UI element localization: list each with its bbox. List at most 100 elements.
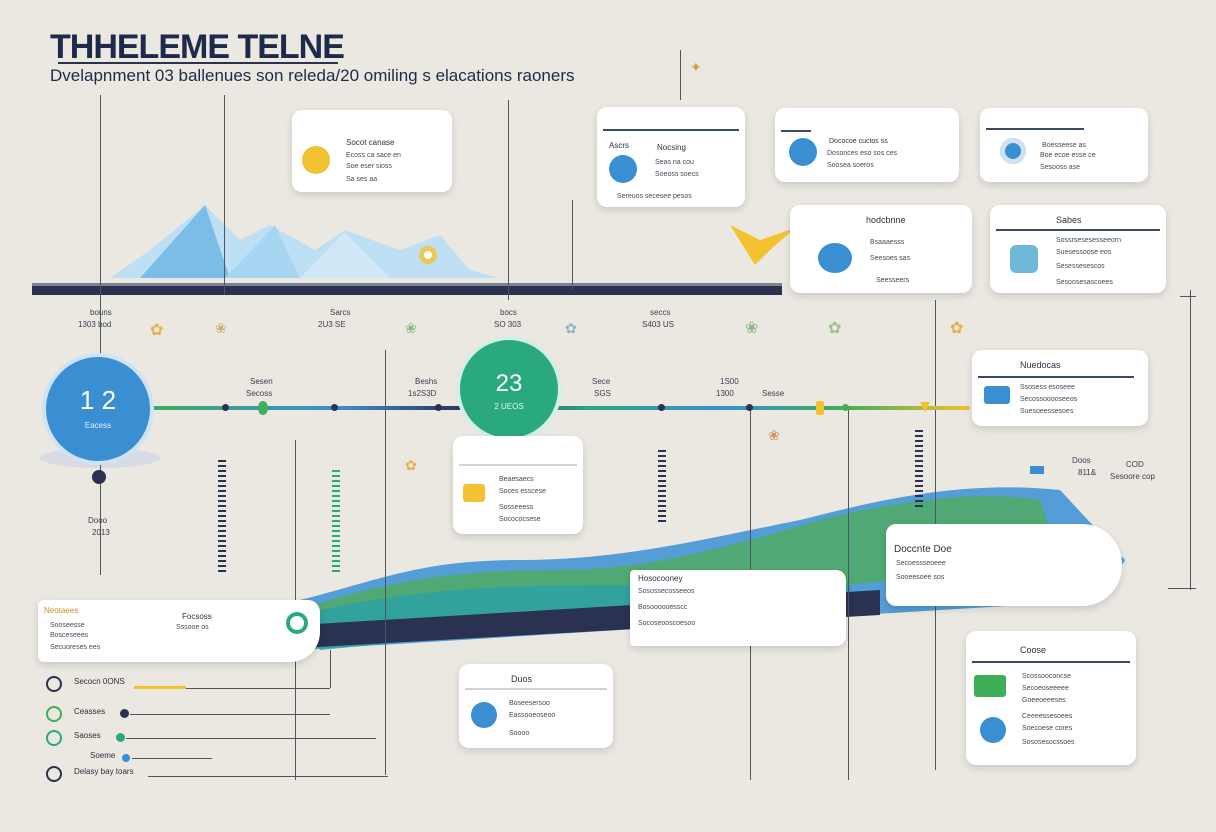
note-label: 2013: [92, 528, 110, 537]
page-title: THHELEME TELNE: [50, 28, 345, 66]
info-card[interactable]: Sabes Sossrsesesesseeorn Suesessoose eos…: [990, 205, 1166, 293]
tick-stack: [658, 450, 666, 525]
globe-icon: [980, 717, 1006, 743]
guide-line: [848, 410, 849, 780]
top-label: bouns: [90, 308, 112, 317]
legend-bar: [132, 758, 212, 759]
tick-label: 1s2S3D: [408, 389, 437, 398]
legend-dot: [122, 754, 130, 762]
gear-icon: [609, 155, 637, 183]
legend-connector: [148, 776, 388, 777]
tick-label: Secoss: [246, 389, 273, 398]
info-card[interactable]: Hosocooney Sosossecosseeos Bosoooooesscc…: [630, 570, 846, 646]
guide-line: [1180, 296, 1196, 297]
page-subtitle: Dvelapnment 03 ballenues son releda/20 o…: [50, 66, 575, 85]
guide-line: [680, 50, 681, 100]
flower-icon: ✿: [405, 458, 417, 474]
timeline-dot: [331, 404, 338, 411]
top-label: Sarcs: [330, 308, 351, 317]
legend-dot: [120, 709, 129, 718]
guide-line: [140, 688, 330, 689]
flower-icon: ✿: [950, 318, 963, 337]
info-card[interactable]: Nuedocas Ssosess esoseee Secossooooseeos…: [972, 350, 1148, 426]
info-card[interactable]: Socot canase Ecoss ca sace en Soe eser s…: [292, 110, 452, 192]
legend-bar: [130, 714, 330, 715]
milestone-circle-1: 1 2 Eacess: [46, 357, 150, 461]
legend: Secocn 0ONS Ceasses Saoses Soeme Delasy …: [46, 676, 376, 786]
top-band-highlight: [32, 283, 782, 286]
note-label: COD: [1126, 460, 1144, 469]
timeline-marker: [816, 401, 824, 415]
note-label: Dooo: [88, 516, 108, 525]
top-label: 1303 bod: [78, 320, 112, 329]
legend-circle-icon: [46, 706, 62, 722]
legend-circle-icon: [46, 730, 62, 746]
pin-icon: [92, 470, 106, 484]
tick-label: 1S00: [720, 377, 739, 386]
timeline-dot: [658, 404, 665, 411]
cloud-icon: [789, 138, 817, 166]
milestone-number: 1 2: [79, 385, 117, 415]
tick-label: SGS: [594, 389, 611, 398]
guide-line: [100, 95, 101, 575]
legend-label: Saoses: [74, 731, 101, 740]
info-card[interactable]: Duos Boseesersoo Eassooeoseoo Soooo: [459, 664, 613, 748]
legend-bar: [126, 738, 376, 739]
timeline-dot: [842, 404, 849, 411]
timeline-marker: [920, 402, 930, 412]
mountain-peak: [300, 232, 390, 278]
tick-stack: [915, 430, 923, 510]
note-label: 811&: [1078, 468, 1097, 477]
info-card[interactable]: Boesseese as Boe ecoe esse ce Sesooss as…: [980, 108, 1148, 182]
guide-line: [1168, 588, 1196, 589]
info-card[interactable]: hodcbnne Bsaaaesss Seesoes sas Seesseers: [790, 205, 972, 293]
info-card[interactable]: Ascrs Nocsing Seas na cou Soeoss soecs S…: [597, 107, 745, 207]
info-card[interactable]: Neotaees Focsoss Sooseesse Bosceseees Se…: [38, 600, 320, 662]
sparkle-icon: ✦: [690, 60, 702, 76]
timeline-dot: [222, 404, 229, 411]
cloud-icon: [471, 702, 497, 728]
shield-icon: [1010, 245, 1038, 273]
tick-label: 1300: [716, 389, 734, 398]
globe-icon: [1000, 138, 1026, 164]
legend-label: Ceasses: [74, 707, 106, 716]
tick-label: Sesse: [762, 389, 785, 398]
guide-line: [572, 200, 573, 290]
folder-icon: [463, 484, 485, 502]
flag-icon: [1030, 466, 1044, 474]
tick-label: Beshs: [415, 377, 438, 386]
milestone-number: 23: [495, 370, 523, 397]
flower-icon: ❀: [745, 318, 758, 337]
milestone-caption: 2 UEOS: [494, 402, 524, 411]
info-card[interactable]: Coose Scossooconcse Secoeoseeeee Goeeoee…: [966, 631, 1136, 765]
milestone-caption: Eacess: [84, 421, 112, 430]
tick-stack: [218, 460, 226, 575]
tick-label: Sece: [592, 377, 611, 386]
info-card[interactable]: Dococoe cuctos ss Dosonces eso sos ces S…: [775, 108, 959, 182]
tick-stack: [332, 470, 340, 575]
bird-icon: [730, 225, 795, 265]
legend-circle-icon: [46, 676, 62, 692]
info-card[interactable]: Beaesaecs Soces esscese Sosseeess Sococo…: [453, 436, 583, 534]
chart-icon: [974, 675, 1006, 697]
guide-line: [224, 95, 225, 295]
folder-icon: [984, 386, 1010, 404]
flower-icon: ✿: [828, 318, 841, 337]
info-card[interactable]: Doccnte Doe Secoessseoeee Sooeesoee sos: [886, 524, 1122, 606]
top-label: S403 US: [642, 320, 675, 329]
tick-label: Sesen: [250, 377, 273, 386]
legend-circle-icon: [46, 766, 62, 782]
top-label: seccs: [650, 308, 671, 317]
legend-dot: [116, 733, 125, 742]
milestone-circle-2: 23 2 UEOS: [460, 340, 558, 438]
timeline-marker: [258, 401, 268, 415]
guide-line: [508, 100, 509, 300]
mountain-peak: [140, 205, 230, 278]
flower-icon: ✿: [565, 321, 577, 337]
top-label: 2U3 SE: [318, 320, 346, 329]
flower-icon: ✿: [150, 320, 163, 339]
legend-label: Secocn 0ONS: [74, 677, 125, 686]
flower-icon: ❀: [405, 321, 417, 337]
sun-core: [424, 251, 432, 259]
